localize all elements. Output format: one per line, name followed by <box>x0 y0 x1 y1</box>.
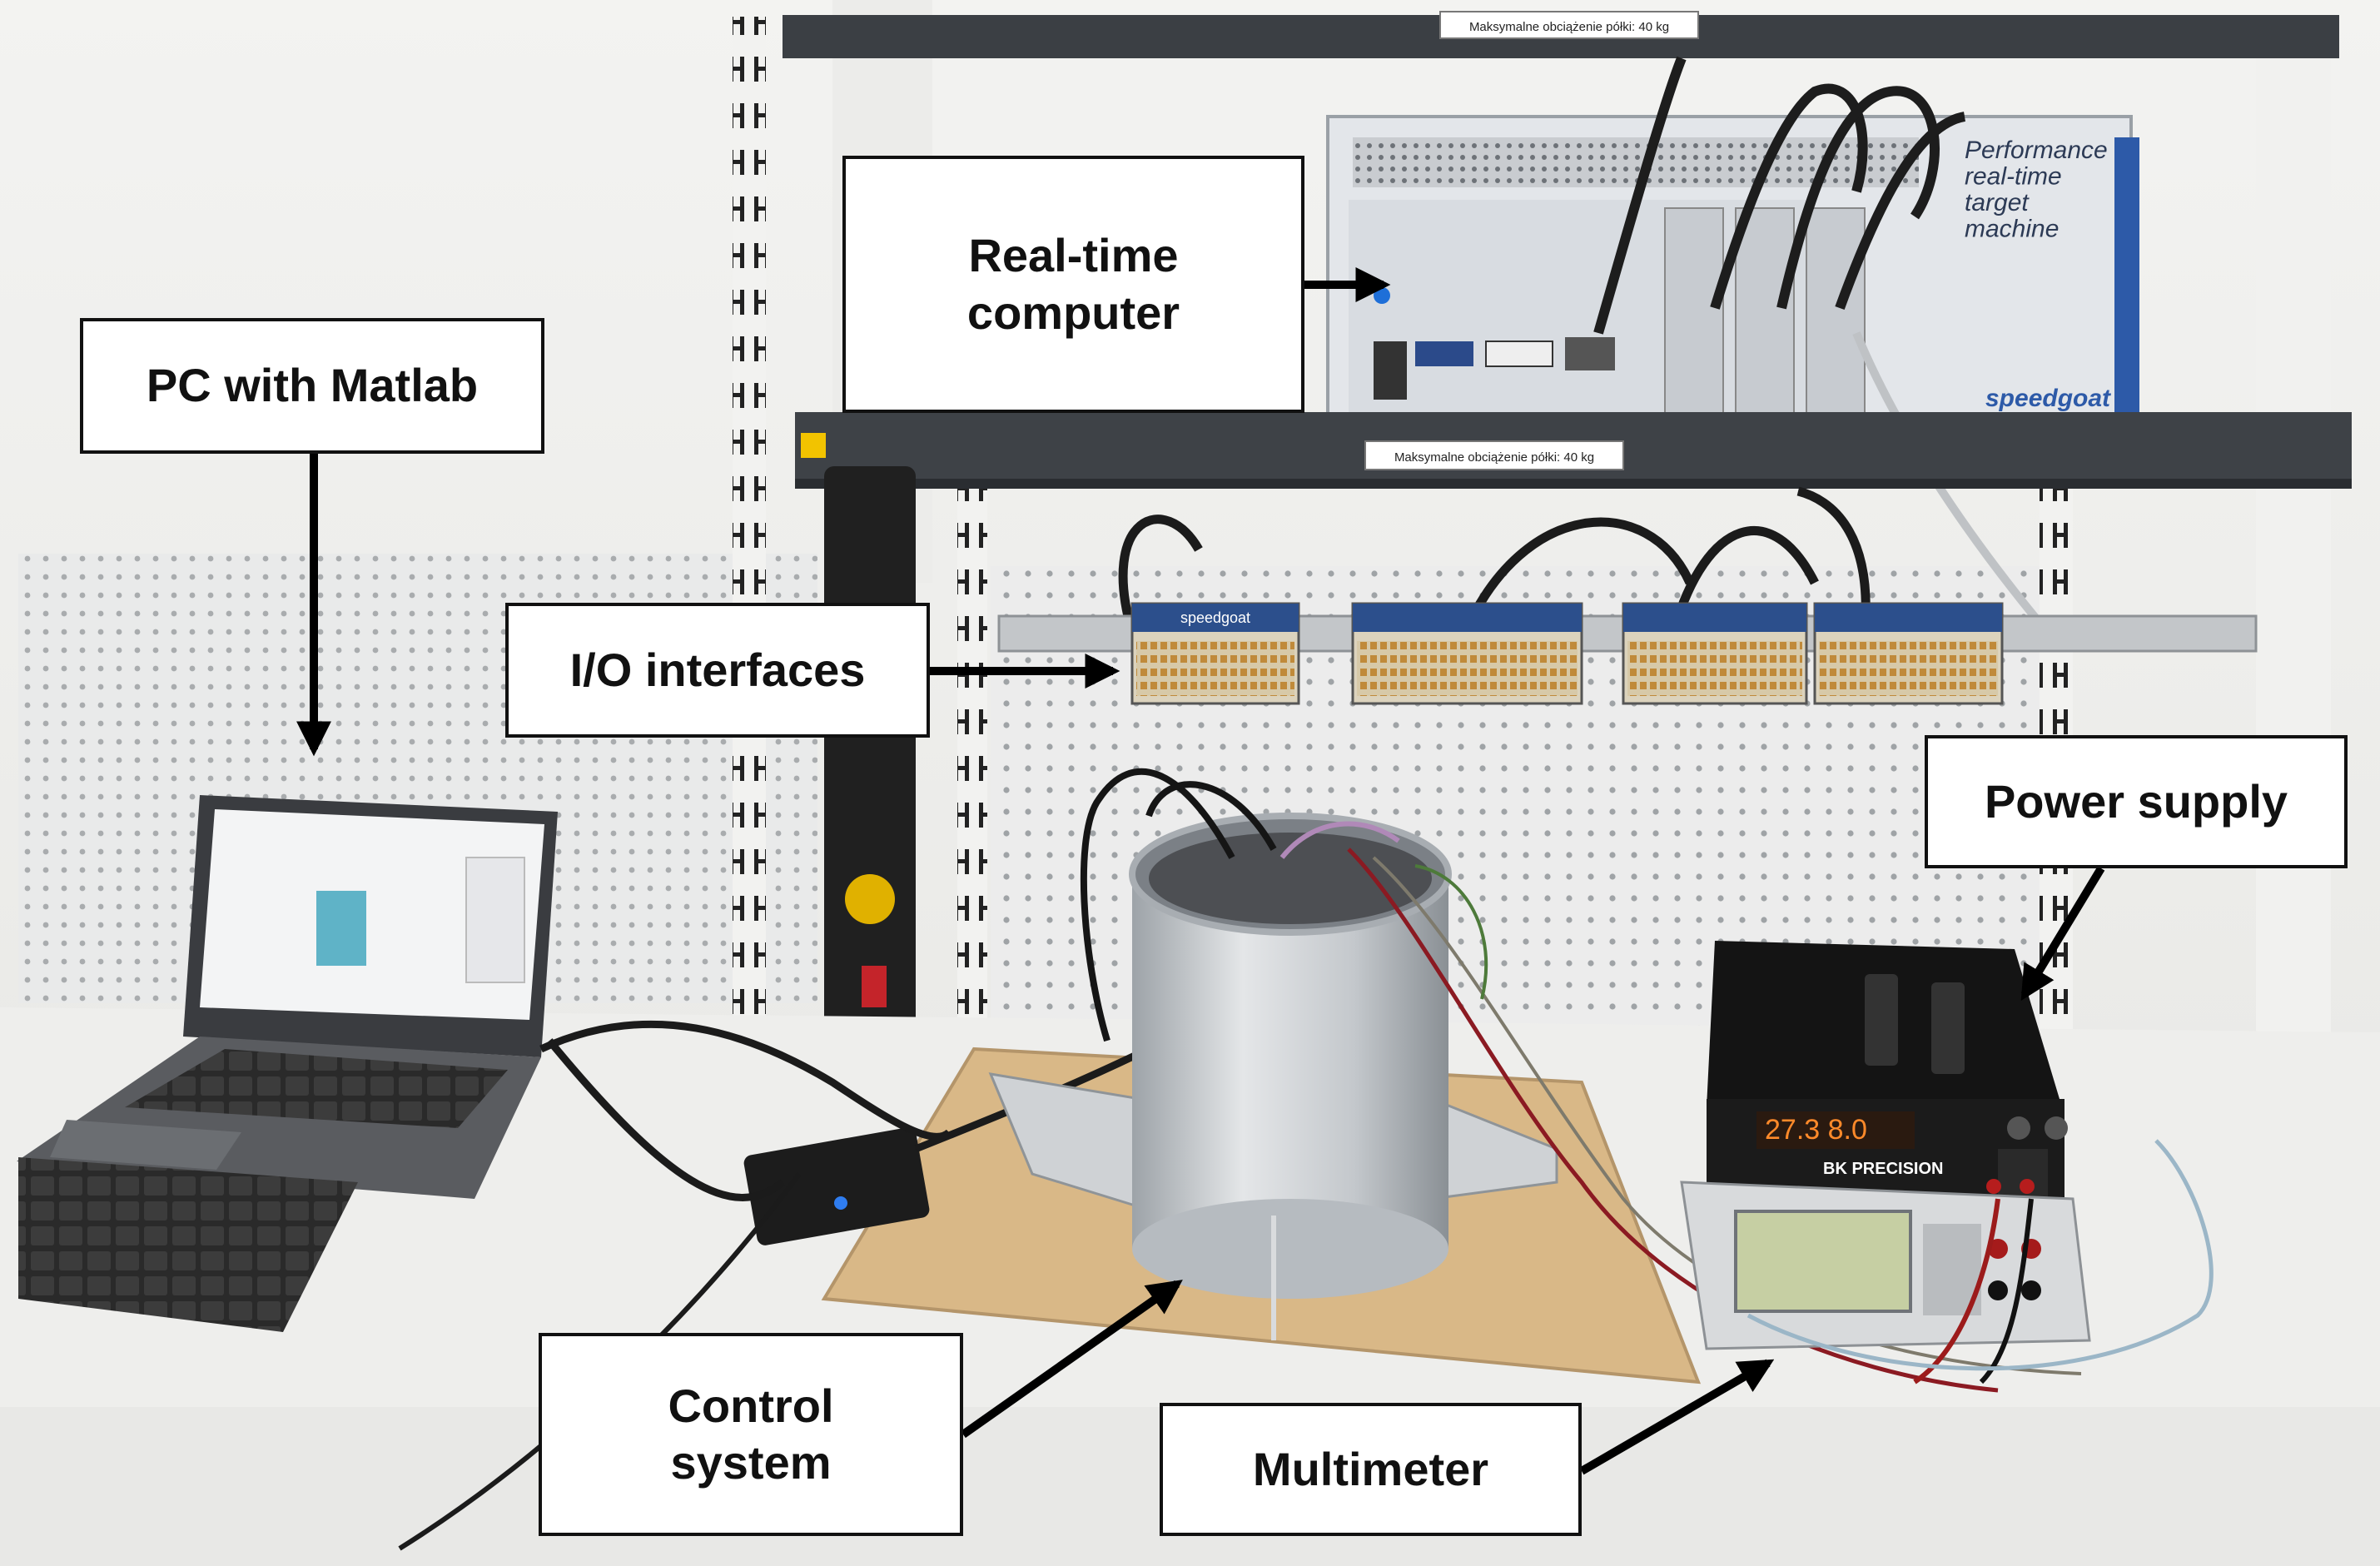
arrow-power <box>2020 866 2105 1002</box>
power-supply-unit <box>1707 941 2068 1224</box>
arrow-multimeter <box>1579 1359 1775 1475</box>
rt-cable-1 <box>1593 56 1687 335</box>
control-wire-5 <box>1414 864 1488 1000</box>
io-card-slot-3 <box>1806 207 1866 425</box>
io-cable-1 <box>1118 515 1203 634</box>
rt-cable-3 <box>1776 86 1940 310</box>
yellow-plug <box>845 874 895 924</box>
lower-shelf-edge <box>795 479 2352 489</box>
usb-hub <box>743 1127 930 1245</box>
control-cylinder-inside <box>1149 833 1432 924</box>
control-wire-6 <box>1279 821 1400 859</box>
label-power-supply: Power supply <box>1925 735 2348 868</box>
shelf-warning-sticker <box>801 433 826 458</box>
psu-display-text: 27.3 8.0 <box>1765 1114 1867 1146</box>
arrow-control <box>961 1280 1183 1439</box>
control-wire-2 <box>1145 781 1277 851</box>
usb-ports <box>1374 341 1407 400</box>
rack-upright-left-inner <box>957 466 987 1099</box>
wire-bundle <box>1746 1139 2214 1371</box>
io-module-4 <box>1813 602 2004 705</box>
power-led <box>1374 287 1390 304</box>
rt-computer-blue-rail <box>2114 137 2139 412</box>
rack-upright-left <box>733 17 766 1082</box>
io-module-3 <box>1622 602 1808 705</box>
io-brand-text: speedgoat <box>1180 609 1250 626</box>
io-cable-2 <box>1460 517 1695 635</box>
ethernet-ports <box>1565 337 1615 370</box>
desk-cable-1 <box>539 1020 952 1141</box>
label-pc-with-matlab: PC with Matlab <box>80 318 544 454</box>
control-wire-1 <box>1080 768 1235 1042</box>
shelf-sign-text: Maksymalne obciążenie półki: 40 kg <box>1394 450 1594 465</box>
power-strip-switch <box>862 966 887 1007</box>
io-module-2 <box>1351 602 1583 705</box>
label-io-interfaces: I/O interfaces <box>505 603 930 738</box>
control-wire-3 <box>1347 848 1999 1393</box>
usb-hub-led <box>834 1196 847 1210</box>
io-module-1 <box>1130 602 1300 705</box>
dvi-port <box>1485 341 1553 367</box>
label-real-time-computer: Real-time computer <box>842 156 1304 413</box>
io-cable-4 <box>1796 486 1871 634</box>
shelf-sign-top <box>1439 11 1699 39</box>
laptop <box>17 795 558 1199</box>
rt-cable-4 <box>1835 112 1966 311</box>
psu-brand-text: BK PRECISION <box>1823 1160 1943 1178</box>
control-cylinder-bottom <box>1132 1199 1448 1299</box>
label-multimeter: Multimeter <box>1160 1403 1582 1536</box>
shelf-sign-top-text: Maksymalne obciążenie półki: 40 kg <box>1469 20 1669 34</box>
rt-cable-2 <box>1710 83 1868 310</box>
control-wire-4 <box>1372 856 2082 1375</box>
io-card-slot-1 <box>1664 207 1724 425</box>
io-card-slot-2 <box>1735 207 1795 425</box>
control-cylinder-body <box>1132 874 1448 1249</box>
shelf-sign <box>1364 440 1624 470</box>
speedgoat-logo-text: speedgoat <box>1985 385 2112 412</box>
vga-port <box>1415 341 1473 366</box>
keyboard <box>18 1157 358 1332</box>
desk-cable-2 <box>546 1038 785 1201</box>
label-control-system: Control system <box>539 1333 963 1536</box>
power-strip <box>824 466 916 1041</box>
io-cable-3 <box>1668 526 1819 634</box>
